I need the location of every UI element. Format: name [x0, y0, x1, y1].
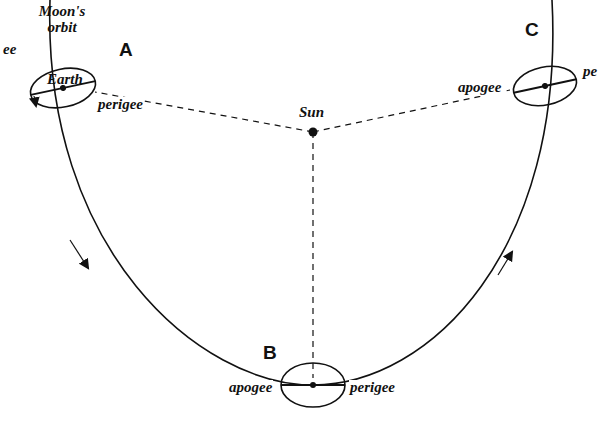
moon-orbit-b [281, 363, 345, 407]
orbit-label: Moon's orbit [30, 4, 94, 36]
moon-arrow [34, 96, 36, 106]
apogee-label: ee [2, 42, 17, 58]
moon-orbit-c [510, 61, 581, 111]
position-letter: B [262, 343, 278, 363]
dashed-line [95, 92, 313, 132]
orbit-arrow [70, 240, 88, 268]
orbit-arrow [498, 252, 512, 275]
sun-dot [309, 128, 318, 137]
apogee-label: apogee [457, 80, 502, 96]
earth-label: Earth [46, 72, 84, 88]
perigee-label: perigee [97, 97, 144, 113]
perigee-label: perigee [349, 380, 396, 396]
moon-orbit-a [27, 63, 99, 114]
dashed-line [313, 90, 510, 132]
sun-label: Sun [298, 105, 325, 121]
perigee-label: pe [582, 64, 598, 80]
dashed-line [312, 132, 313, 378]
position-letter: A [118, 40, 134, 60]
earth-orbit [50, 0, 553, 385]
position-letter: C [524, 20, 540, 40]
apogee-label: apogee [228, 380, 273, 396]
